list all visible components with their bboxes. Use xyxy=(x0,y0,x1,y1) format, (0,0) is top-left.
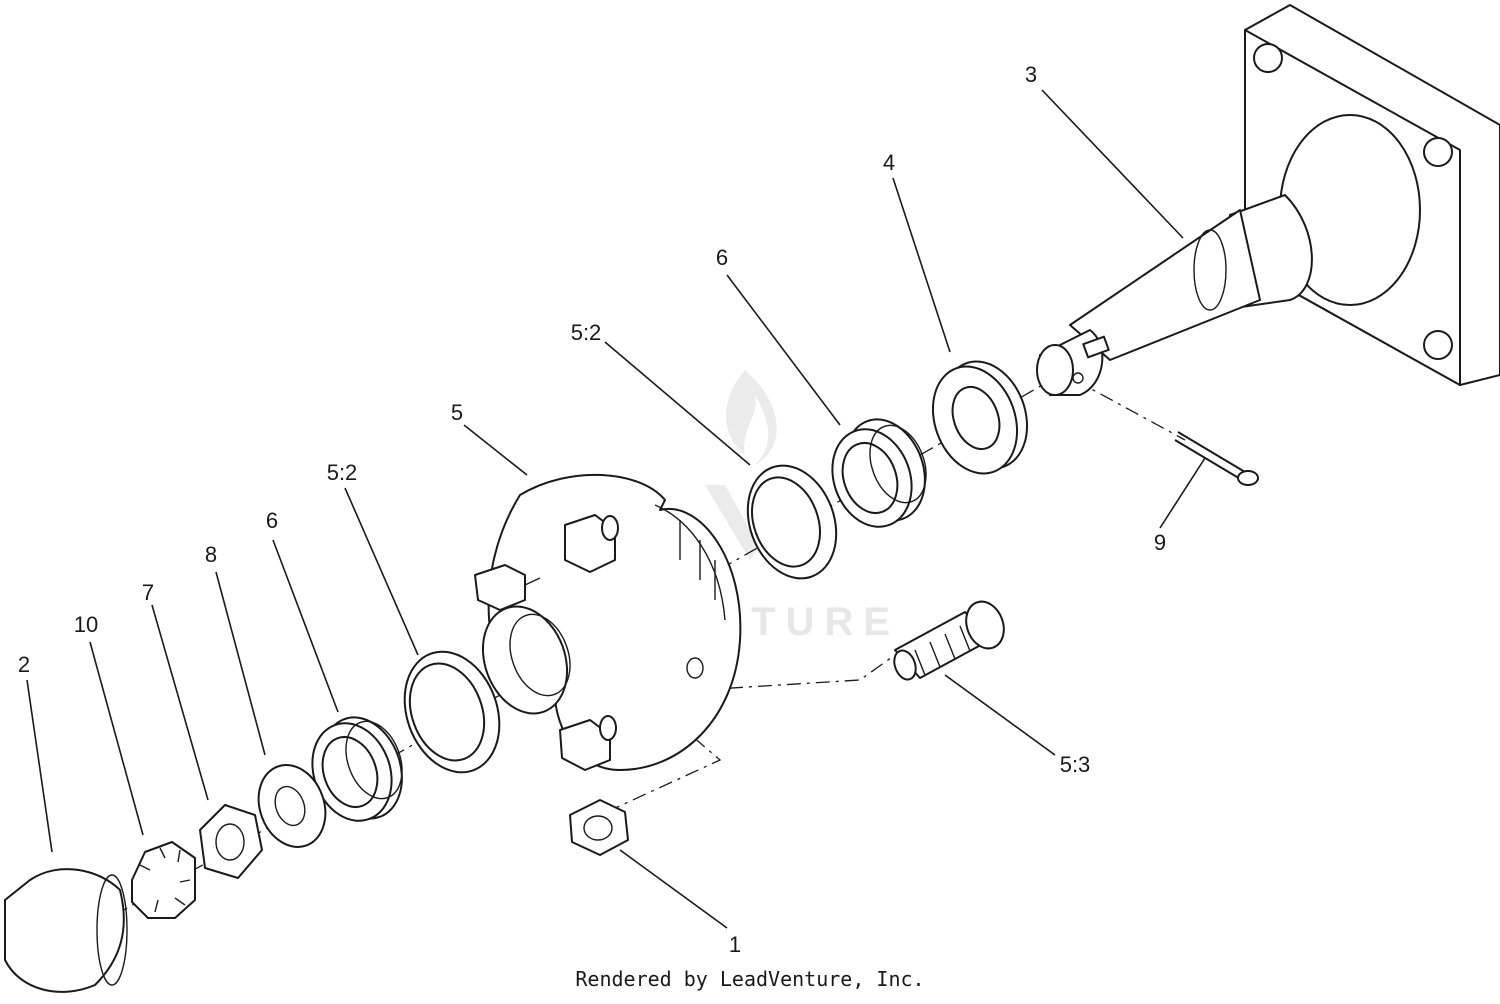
washer-part-8 xyxy=(257,764,327,848)
wheel-stud-part-5-3 xyxy=(893,600,1005,681)
callout-5-3: 5:3 xyxy=(1060,752,1091,777)
retainer-part-10 xyxy=(131,841,196,919)
hub-part-5 xyxy=(474,473,742,771)
callout-8: 8 xyxy=(205,542,217,567)
hub-lug-nut-bottom xyxy=(559,715,617,771)
hub-lug-nut-left xyxy=(474,564,541,611)
callout-1: 1 xyxy=(729,932,741,957)
cotter-pin-part-9 xyxy=(1174,431,1259,486)
callout-9: 9 xyxy=(1154,530,1166,555)
race-part-5-2-lower xyxy=(403,650,501,774)
race-part-5-2-upper xyxy=(746,464,838,580)
hub-lug-nut-top xyxy=(564,514,619,573)
bearing-part-6-upper xyxy=(831,418,927,528)
nut-part-7 xyxy=(199,804,263,879)
callout-5-2-lower: 5:2 xyxy=(327,460,358,485)
spindle-part-3 xyxy=(1036,4,1500,396)
callout-5-2-upper: 5:2 xyxy=(571,320,602,345)
lug-nut-part-1 xyxy=(569,799,629,856)
leader-lines xyxy=(26,89,1206,929)
callout-7: 7 xyxy=(142,580,154,605)
callout-labels: 1 2 3 4 5 5:2 5:2 5:3 6 6 7 8 9 10 xyxy=(18,62,1166,957)
callout-4: 4 xyxy=(883,150,895,175)
callout-10: 10 xyxy=(74,612,98,637)
callout-5: 5 xyxy=(451,400,463,425)
rendered-by-footer: Rendered by LeadVenture, Inc. xyxy=(575,967,925,991)
callout-3: 3 xyxy=(1025,62,1037,87)
seal-part-4 xyxy=(931,360,1029,475)
callout-6-lower: 6 xyxy=(266,508,278,533)
callout-2: 2 xyxy=(18,652,30,677)
callout-6-upper: 6 xyxy=(716,245,728,270)
grease-cap-part-2 xyxy=(4,868,128,993)
